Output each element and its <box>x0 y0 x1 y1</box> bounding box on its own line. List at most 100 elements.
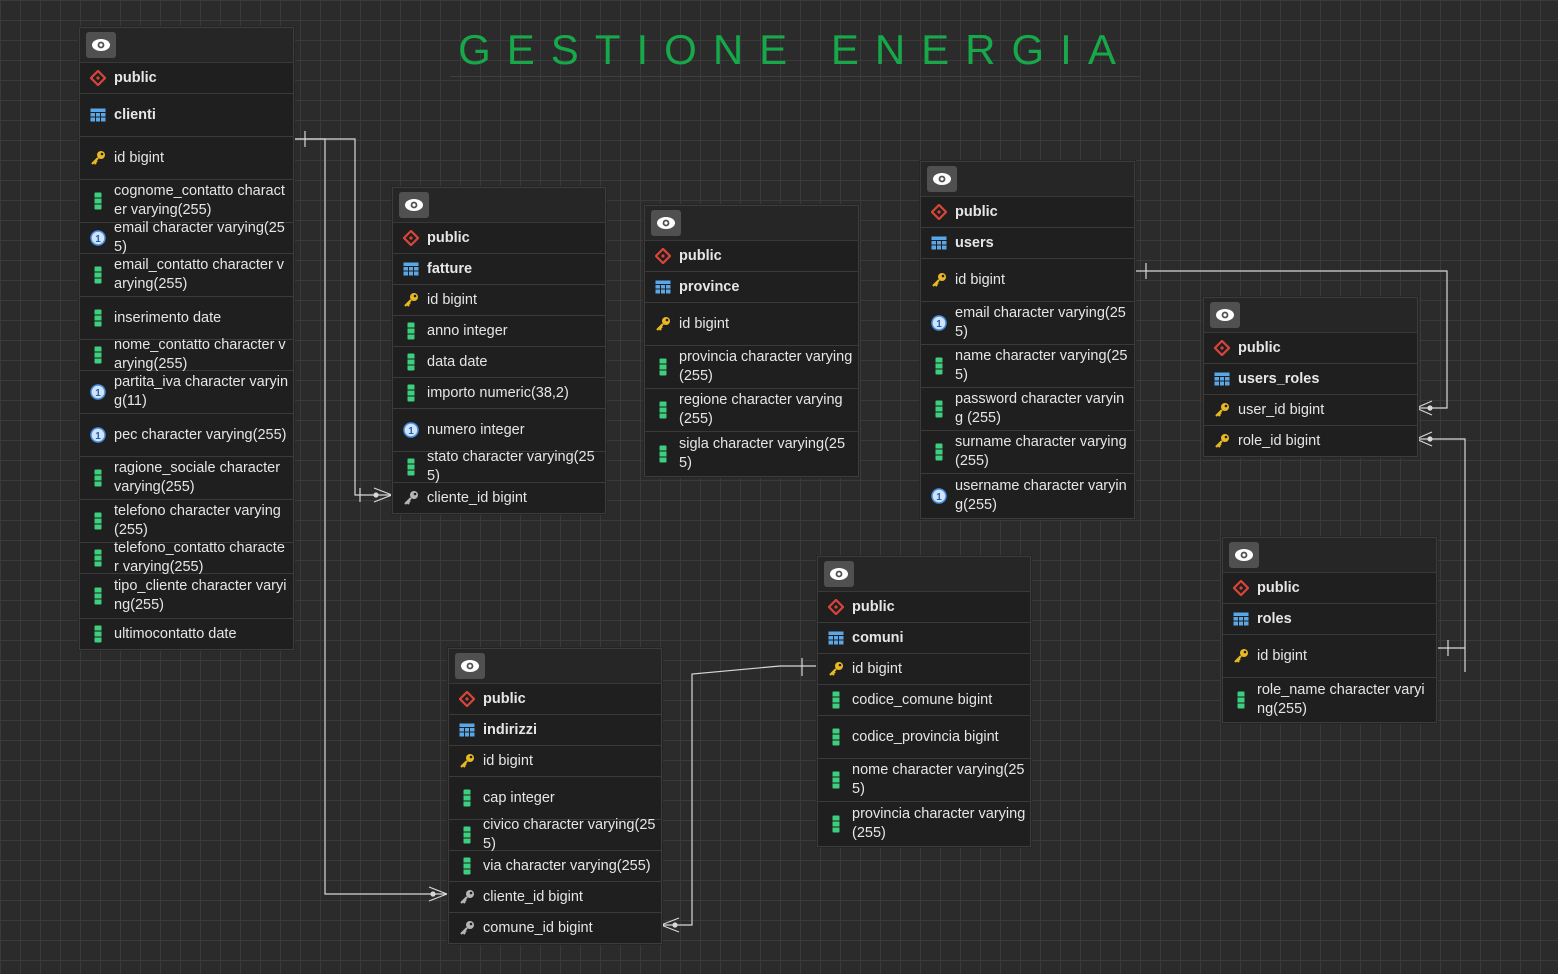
primary-key-icon <box>1214 402 1230 418</box>
column-row[interactable]: id bigint <box>393 285 605 316</box>
column-row[interactable]: inserimento date <box>80 297 293 340</box>
column-label: ragione_sociale character varying(255) <box>114 460 281 495</box>
column-row[interactable]: id bigint <box>80 137 293 180</box>
table-name-label: roles <box>1257 610 1292 627</box>
column-row[interactable]: regione character varying(255) <box>645 389 858 432</box>
column-row[interactable]: cognome_contatto character varying(255) <box>80 180 293 223</box>
table-name-row[interactable]: fatture <box>393 254 605 285</box>
column-label: inserimento date <box>114 309 222 326</box>
column-label: id bigint <box>955 271 1005 288</box>
table-name-row[interactable]: users_roles <box>1204 364 1417 395</box>
table-name-label: users <box>955 234 994 251</box>
schema-label: public <box>852 598 895 615</box>
eye-icon[interactable] <box>1229 542 1259 568</box>
table-name-row[interactable]: clienti <box>80 94 293 137</box>
schema-icon <box>459 691 475 707</box>
column-row[interactable]: anno integer <box>393 316 605 347</box>
table-name-row[interactable]: province <box>645 272 858 303</box>
column-row[interactable]: cliente_id bigint <box>449 882 661 913</box>
column-row[interactable]: provincia character varying (255) <box>645 346 858 389</box>
column-row[interactable]: surname character varying (255) <box>921 431 1134 474</box>
svg-text:1: 1 <box>936 492 942 503</box>
schema-row[interactable]: public <box>645 241 858 272</box>
eye-icon[interactable] <box>651 210 681 236</box>
column-row[interactable]: id bigint <box>645 303 858 346</box>
column-row[interactable]: password character varying (255) <box>921 388 1134 431</box>
column-row[interactable]: telefono_contatto character varying(255) <box>80 540 293 575</box>
column-row[interactable]: civico character varying(255) <box>449 817 661 852</box>
column-row[interactable]: ultimocontatto date <box>80 619 293 649</box>
table-name-row[interactable]: comuni <box>818 623 1030 654</box>
column-row[interactable]: data date <box>393 347 605 378</box>
column-row[interactable]: email_contatto character varying(255) <box>80 254 293 297</box>
column-row[interactable]: id bigint <box>818 654 1030 685</box>
column-row[interactable]: cliente_id bigint <box>393 483 605 513</box>
column-row[interactable]: codice_comune bigint <box>818 685 1030 716</box>
column-label: surname character varying (255) <box>955 434 1127 469</box>
column-icon <box>931 400 947 418</box>
eye-icon[interactable] <box>86 32 116 58</box>
table-name-row[interactable]: roles <box>1223 604 1436 635</box>
eye-icon[interactable] <box>927 166 957 192</box>
column-label: sigla character varying(255) <box>679 436 846 471</box>
table-name-row[interactable]: users <box>921 228 1134 259</box>
column-row[interactable]: provincia character varying (255) <box>818 802 1030 846</box>
column-row[interactable]: telefono character varying (255) <box>80 500 293 543</box>
schema-row[interactable]: public <box>80 63 293 94</box>
eye-icon[interactable] <box>824 561 854 587</box>
column-row[interactable]: nome_contatto character varying(255) <box>80 337 293 372</box>
column-row[interactable]: sigla character varying(255) <box>645 432 858 476</box>
schema-row[interactable]: public <box>818 592 1030 623</box>
column-row[interactable]: id bigint <box>1223 635 1436 678</box>
column-row[interactable]: tipo_cliente character varying(255) <box>80 574 293 619</box>
schema-row[interactable]: public <box>393 223 605 254</box>
schema-row[interactable]: public <box>1223 573 1436 604</box>
eye-icon[interactable] <box>1210 302 1240 328</box>
column-row[interactable]: stato character varying(255) <box>393 449 605 484</box>
column-icon <box>459 826 475 844</box>
column-row[interactable]: name character varying(255) <box>921 345 1134 388</box>
schema-icon <box>828 599 844 615</box>
eye-icon[interactable] <box>455 653 485 679</box>
column-row[interactable]: user_id bigint <box>1204 395 1417 426</box>
column-label: password character varying (255) <box>955 391 1125 426</box>
column-row[interactable]: id bigint <box>921 259 1134 302</box>
column-row[interactable]: nome character varying(255) <box>818 759 1030 802</box>
schema-label: public <box>427 229 470 246</box>
column-label: cognome_contatto character varying(255) <box>114 183 285 218</box>
column-icon <box>403 458 419 476</box>
column-row[interactable]: id bigint <box>449 746 661 777</box>
primary-key-icon <box>403 292 419 308</box>
column-row[interactable]: importo numeric(38,2) <box>393 378 605 409</box>
diagram-title: GESTIONE ENERGIA <box>450 26 1140 77</box>
column-row[interactable]: codice_provincia bigint <box>818 716 1030 759</box>
column-row[interactable]: cap integer <box>449 777 661 820</box>
column-row[interactable]: comune_id bigint <box>449 913 661 943</box>
column-row[interactable]: role_name character varying(255) <box>1223 678 1436 722</box>
unique-icon: 1 <box>90 230 106 246</box>
schema-row[interactable]: public <box>921 197 1134 228</box>
table-icon <box>90 108 106 122</box>
column-row[interactable]: ragione_sociale character varying(255) <box>80 457 293 500</box>
column-label: ultimocontatto date <box>114 625 237 642</box>
schema-row[interactable]: public <box>449 684 661 715</box>
column-row[interactable]: role_id bigint <box>1204 426 1417 456</box>
eye-icon[interactable] <box>399 192 429 218</box>
table-name-row[interactable]: indirizzi <box>449 715 661 746</box>
column-row[interactable]: via character varying(255) <box>449 851 661 882</box>
schema-row[interactable]: public <box>1204 333 1417 364</box>
